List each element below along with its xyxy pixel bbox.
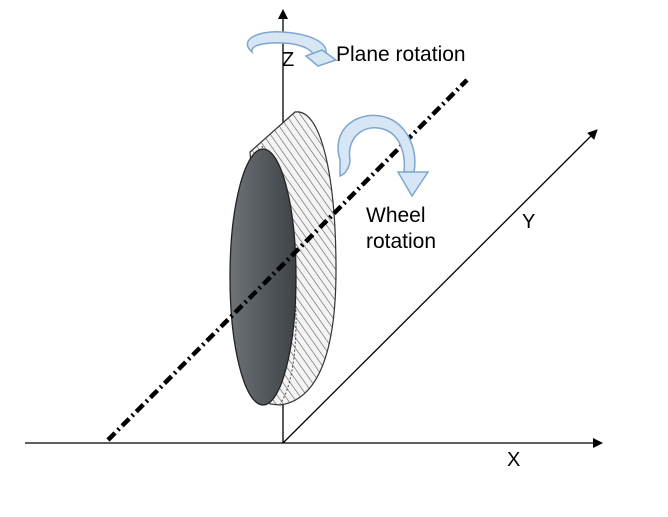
- z-axis-label: Z: [282, 49, 294, 71]
- y-axis-line: [282, 129, 598, 444]
- plane-rotation-label: Plane rotation: [336, 43, 466, 66]
- wheel-rotation-label-line2: rotation: [366, 230, 436, 253]
- wheel-rotation-label-line1: Wheel: [366, 204, 426, 227]
- y-axis-label: Y: [522, 211, 535, 233]
- wheel-rotation-arrow-icon: [337, 114, 430, 198]
- wheel-face: [229, 148, 297, 406]
- x-axis-label: X: [507, 449, 520, 471]
- wheel: [229, 111, 337, 406]
- plane-rotation-arrow-icon: [246, 31, 338, 67]
